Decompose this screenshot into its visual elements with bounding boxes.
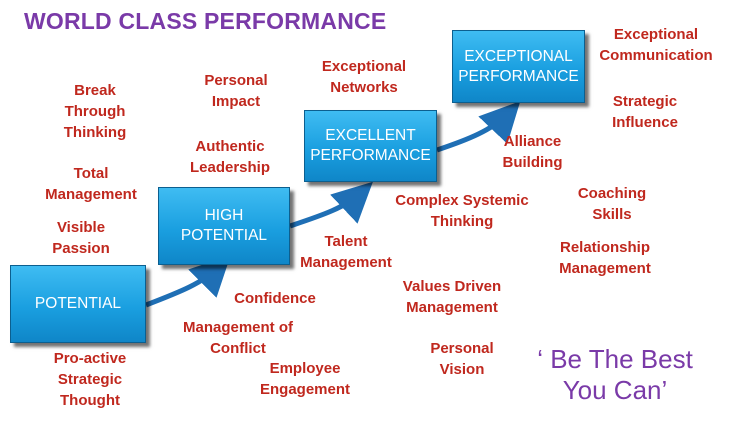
skill-authentic-leadership: Authentic Leadership [189, 138, 271, 176]
skill-talent-management: Talent Management [300, 233, 392, 271]
skill-employee-engagement: Employee Engagement [259, 360, 350, 398]
skill-pro-active-strategic-thought: Pro-active Strategic Thought [53, 350, 127, 409]
arrow-potential-to-high [145, 255, 231, 308]
stage-exceptional-performance: EXCEPTIONAL PERFORMANCE [452, 30, 585, 103]
stage-exceptional-performance-label: EXCEPTIONAL PERFORMANCE [458, 47, 579, 85]
skill-exceptional-communication: Exceptional Communication [599, 26, 713, 64]
skill-break-through-thinking: Break Through Thinking [63, 82, 127, 141]
skill-complex-systemic-thinking: Complex Systemic Thinking [395, 192, 529, 230]
page-title: WORLD CLASS PERFORMANCE [24, 8, 387, 34]
stage-high-potential: HIGH POTENTIAL [158, 187, 290, 265]
skill-personal-vision: Personal Vision [430, 340, 494, 378]
slogan: ‘ Be The Best You Can’ [537, 344, 693, 405]
skill-personal-impact: Personal Impact [204, 72, 268, 110]
skill-alliance-building: Alliance Building [502, 133, 563, 171]
skill-exceptional-networks: Exceptional Networks [321, 58, 407, 96]
stage-potential-label: POTENTIAL [34, 295, 122, 312]
stage-high-potential-label: HIGH POTENTIAL [180, 207, 268, 244]
skill-visible-passion: Visible Passion [52, 219, 110, 257]
skill-management-of-conflict: Management of Conflict [182, 319, 293, 357]
stage-excellent-performance-label: EXCELLENT PERFORMANCE [310, 127, 431, 164]
arrow-high-to-excellent [289, 181, 373, 229]
skill-total-management: Total Management [45, 165, 137, 203]
skill-coaching-skills: Coaching Skills [577, 185, 647, 223]
stage-excellent-performance: EXCELLENT PERFORMANCE [304, 110, 437, 182]
skill-strategic-influence: Strategic Influence [612, 93, 678, 131]
skill-values-driven-management: Values Driven Management [402, 278, 502, 316]
skill-confidence: Confidence [234, 290, 316, 307]
arrow-excellent-to-exceptional [436, 101, 521, 153]
skill-relationship-management: Relationship Management [559, 239, 651, 277]
stage-potential: POTENTIAL [10, 265, 146, 343]
